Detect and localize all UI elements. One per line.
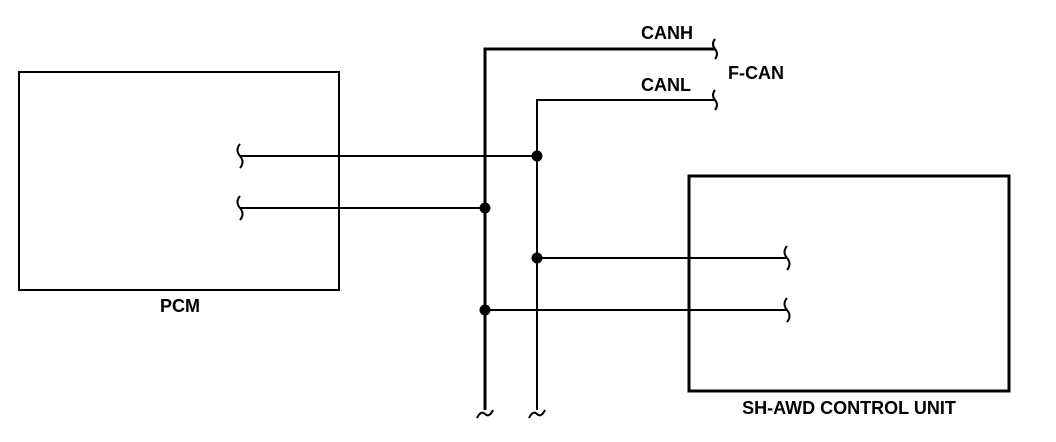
f-can-label: F-CAN bbox=[728, 63, 784, 83]
pcm-canh-terminal bbox=[236, 195, 244, 221]
pcm-box bbox=[18, 71, 340, 291]
sh-awd-control-unit-box bbox=[687, 174, 1011, 393]
canh-bottom-break bbox=[476, 409, 494, 419]
junction-dot-canh-sh-awd bbox=[479, 304, 491, 316]
canh-bus-line bbox=[483, 47, 715, 410]
sh-awd-canl-terminal bbox=[783, 245, 791, 271]
junction-dot-canh-pcm bbox=[479, 202, 491, 214]
sh-awd-control-unit-label: SH-AWD CONTROL UNIT bbox=[742, 398, 956, 418]
pcm-label: PCM bbox=[160, 296, 200, 316]
canh-connector-break bbox=[712, 38, 718, 60]
sh-awd-canh-terminal bbox=[783, 297, 791, 323]
junction-dot-canl-pcm bbox=[531, 150, 543, 162]
canh-label: CANH bbox=[641, 23, 693, 43]
canl-bottom-break bbox=[528, 409, 546, 419]
junction-dot-canl-sh-awd bbox=[531, 252, 543, 264]
pcm-canl-terminal bbox=[236, 143, 244, 169]
canl-label: CANL bbox=[641, 75, 691, 95]
canl-bus-line bbox=[536, 99, 715, 410]
canl-connector-break bbox=[712, 89, 718, 111]
